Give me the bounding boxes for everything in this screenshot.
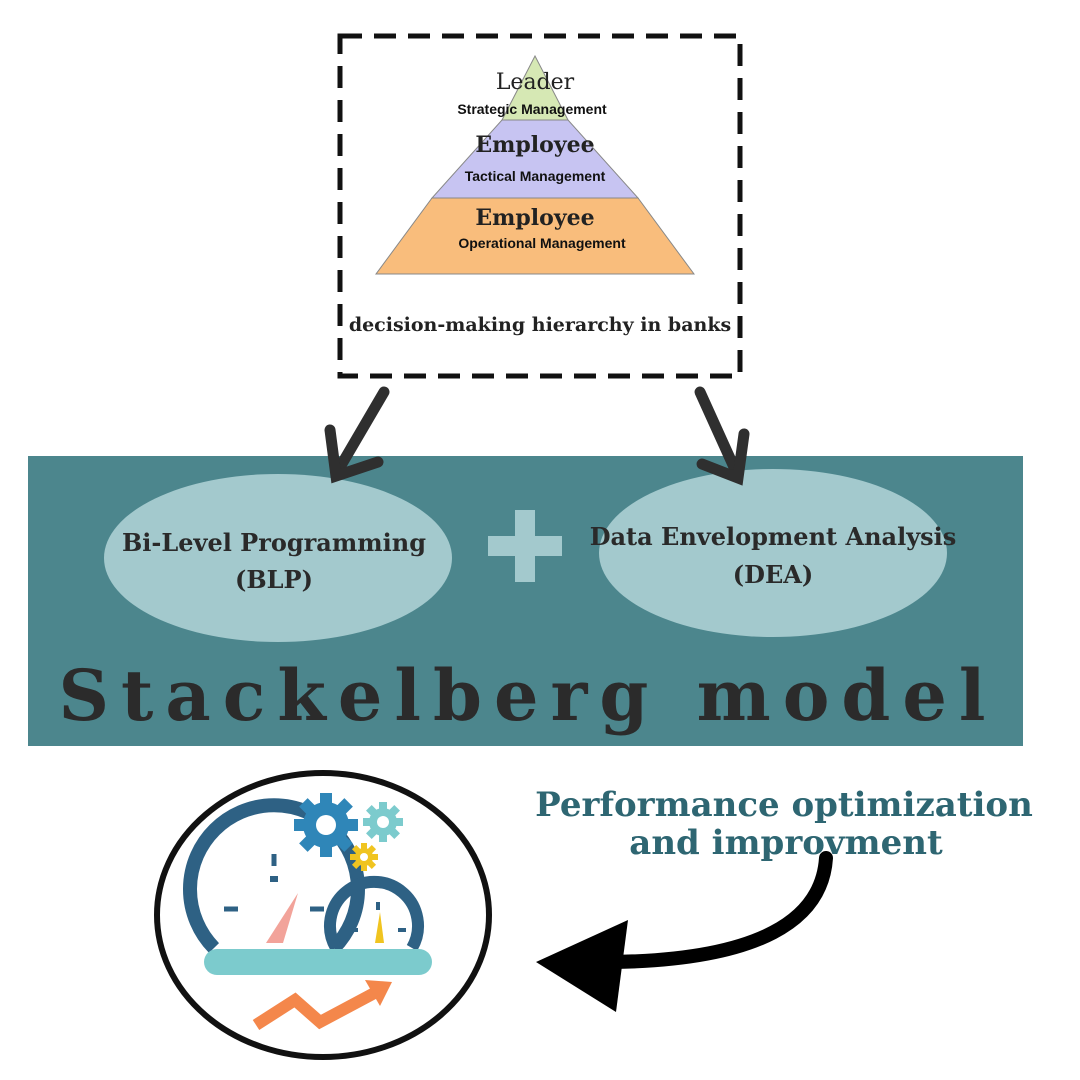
trend-arrow-icon bbox=[252, 980, 392, 1031]
tier-leader-subtitle: Strategic Management bbox=[457, 101, 607, 117]
dea-label: Data Envelopment Analysis bbox=[590, 522, 957, 551]
hierarchy-caption: decision-making hierarchy in banks bbox=[349, 314, 731, 336]
outcome-line1: Performance optimization bbox=[535, 785, 1033, 825]
tier-tactical-subtitle: Tactical Management bbox=[465, 168, 606, 184]
blp-abbreviation: (BLP) bbox=[235, 565, 313, 594]
tier-leader-title: Leader bbox=[496, 70, 575, 95]
tier-operational-subtitle: Operational Management bbox=[458, 235, 626, 251]
plus-icon bbox=[488, 510, 562, 582]
stackelberg-title: Stackelberg model bbox=[59, 654, 998, 737]
curved-arrow-to-circle bbox=[536, 851, 833, 1012]
dea-abbreviation: (DEA) bbox=[733, 560, 813, 589]
arrow-to-blp bbox=[324, 386, 390, 484]
gauge-needle-large bbox=[266, 893, 298, 943]
performance-circle bbox=[154, 770, 492, 1060]
gauge-icon bbox=[183, 798, 432, 975]
dea-ellipse bbox=[599, 469, 947, 637]
arrow-to-dea bbox=[694, 386, 750, 486]
hierarchy-pyramid: Leader Strategic Management Employee Tac… bbox=[375, 54, 695, 275]
pyramid-tier-operational bbox=[375, 197, 695, 275]
outcome-line2: and improvment bbox=[629, 823, 943, 863]
tier-tactical-title: Employee bbox=[475, 132, 594, 158]
blp-ellipse bbox=[104, 474, 452, 642]
blp-label: Bi-Level Programming bbox=[122, 528, 426, 557]
tier-operational-title: Employee bbox=[475, 205, 594, 231]
gauge-needle-small bbox=[375, 912, 384, 943]
